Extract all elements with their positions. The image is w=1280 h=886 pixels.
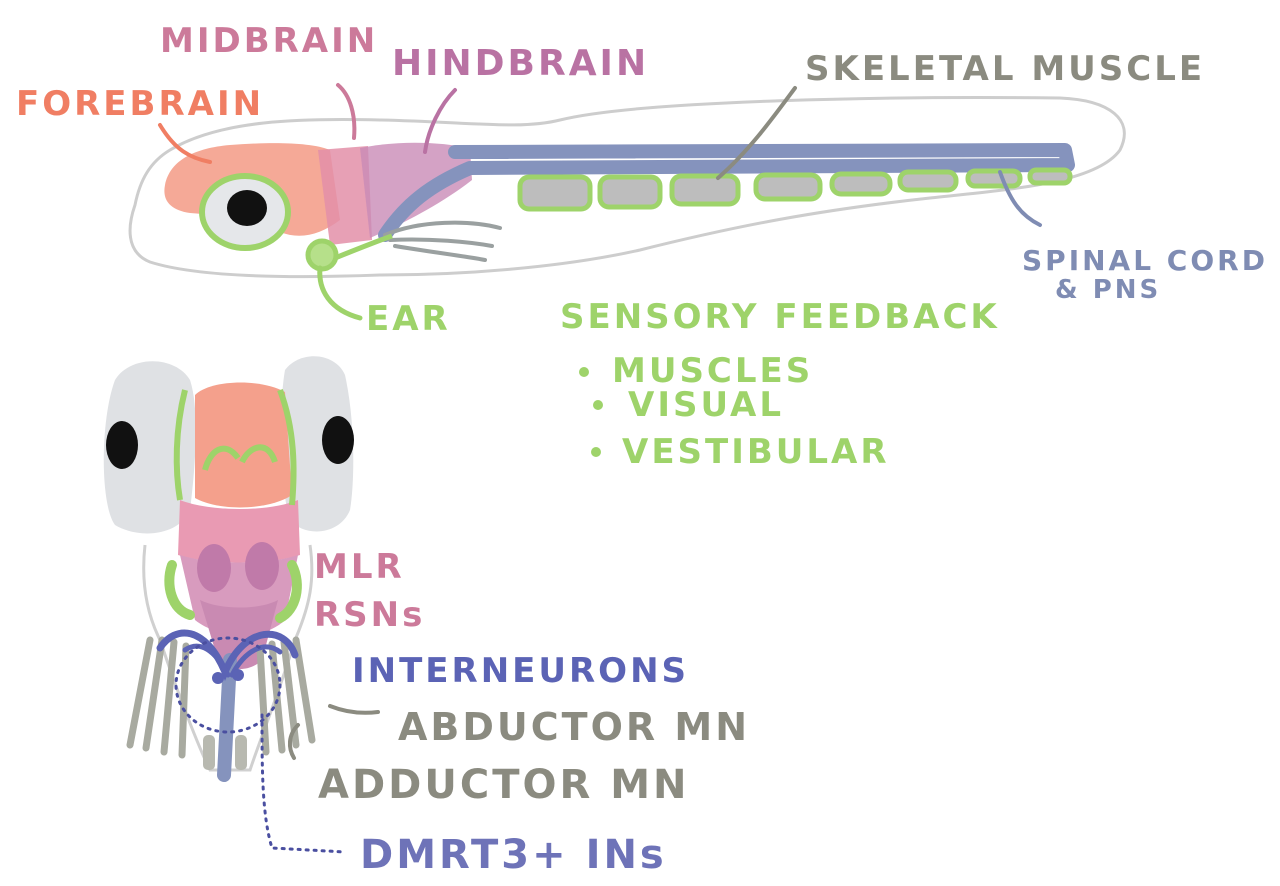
mlr-left (197, 544, 231, 592)
side-view-larva (128, 83, 1126, 321)
muscle-segment (965, 168, 1023, 189)
skeletal-muscle-label: SKELETAL MUSCLE (805, 49, 1205, 89)
top-inner-arc-right (239, 444, 278, 464)
sensory-item-muscles: MUSCLES (612, 351, 813, 391)
ear (305, 238, 339, 272)
pupil (227, 190, 267, 226)
fin-rays (126, 636, 316, 759)
top-muscle-blocks (203, 735, 247, 770)
dmrt3-ins-label: DMRT3+ INs (360, 832, 667, 878)
spinal-cord-label-line2: & PNS (1055, 275, 1161, 305)
top-vision-arc-right (277, 388, 297, 506)
interneuron-arcs-inner (182, 643, 283, 678)
interneuron-node (232, 669, 244, 681)
right-eye (280, 356, 354, 532)
muscle-segment (897, 169, 959, 193)
right-pupil (322, 416, 354, 464)
midbrain-leader (336, 83, 357, 140)
forebrain-leader (158, 123, 212, 164)
bullet (579, 367, 589, 377)
spinal-cord-leader (998, 170, 1042, 227)
muscle-segment (829, 171, 893, 197)
hindbrain-leader (423, 88, 457, 154)
ear-connection (334, 233, 393, 261)
skeletal-muscle-leader (716, 86, 797, 180)
ear-label: EAR (366, 299, 451, 339)
sensory-feedback: SENSORY FEEDBACK MUSCLES VISUAL VESTIBUL… (560, 297, 1000, 472)
midbrain-label: MIDBRAIN (160, 21, 378, 61)
top-inner-arc-left (202, 445, 241, 471)
top-spinal-cord (217, 653, 237, 782)
adductor-leader (287, 723, 300, 760)
sensory-item-vestibular: VESTIBULAR (622, 432, 890, 472)
muscle-segments (517, 167, 1073, 212)
top-vision-arc-left (173, 389, 188, 501)
muscle-segment (1027, 167, 1073, 186)
spinal-cord (378, 143, 1075, 242)
top-forebrain (195, 382, 292, 508)
top-view-larva (103, 356, 380, 854)
interneuron-node (212, 672, 224, 684)
midbrain-region (318, 146, 372, 245)
dmrt3-leader (260, 713, 347, 854)
top-ear-left (164, 560, 195, 620)
pectoral-fin (383, 220, 502, 262)
spinal-cord-label-line1: SPINAL CORD (1022, 244, 1268, 277)
muscle-segment (669, 173, 741, 207)
dmrt3-region (174, 636, 282, 734)
muscle-segment (517, 174, 593, 212)
muscle-segment (597, 174, 663, 210)
sensory-feedback-title: SENSORY FEEDBACK (560, 297, 1000, 337)
adductor-mn-label: ADDUCTOR MN (318, 762, 690, 808)
muscle-segment (753, 172, 823, 202)
left-pupil (106, 421, 138, 469)
interneurons-label: INTERNEURONS (352, 651, 689, 691)
rsn-label: RSNs (314, 595, 425, 635)
mlr-right (245, 542, 279, 590)
sensory-item-visual: VISUAL (628, 385, 784, 425)
ear-leader (317, 265, 363, 321)
abductor-leader (328, 704, 380, 715)
hindbrain-region (360, 142, 472, 238)
bullet (591, 447, 601, 457)
left-eye (103, 361, 196, 534)
top-ear-right (275, 560, 302, 623)
forebrain-label: FOREBRAIN (16, 84, 264, 124)
abductor-mn-label: ABDUCTOR MN (398, 705, 750, 749)
bullet (593, 400, 603, 410)
top-midbrain (178, 500, 300, 563)
mlr-label: MLR (314, 547, 405, 587)
larva-body-outline (128, 96, 1126, 279)
hindbrain-label: HINDBRAIN (392, 43, 649, 84)
